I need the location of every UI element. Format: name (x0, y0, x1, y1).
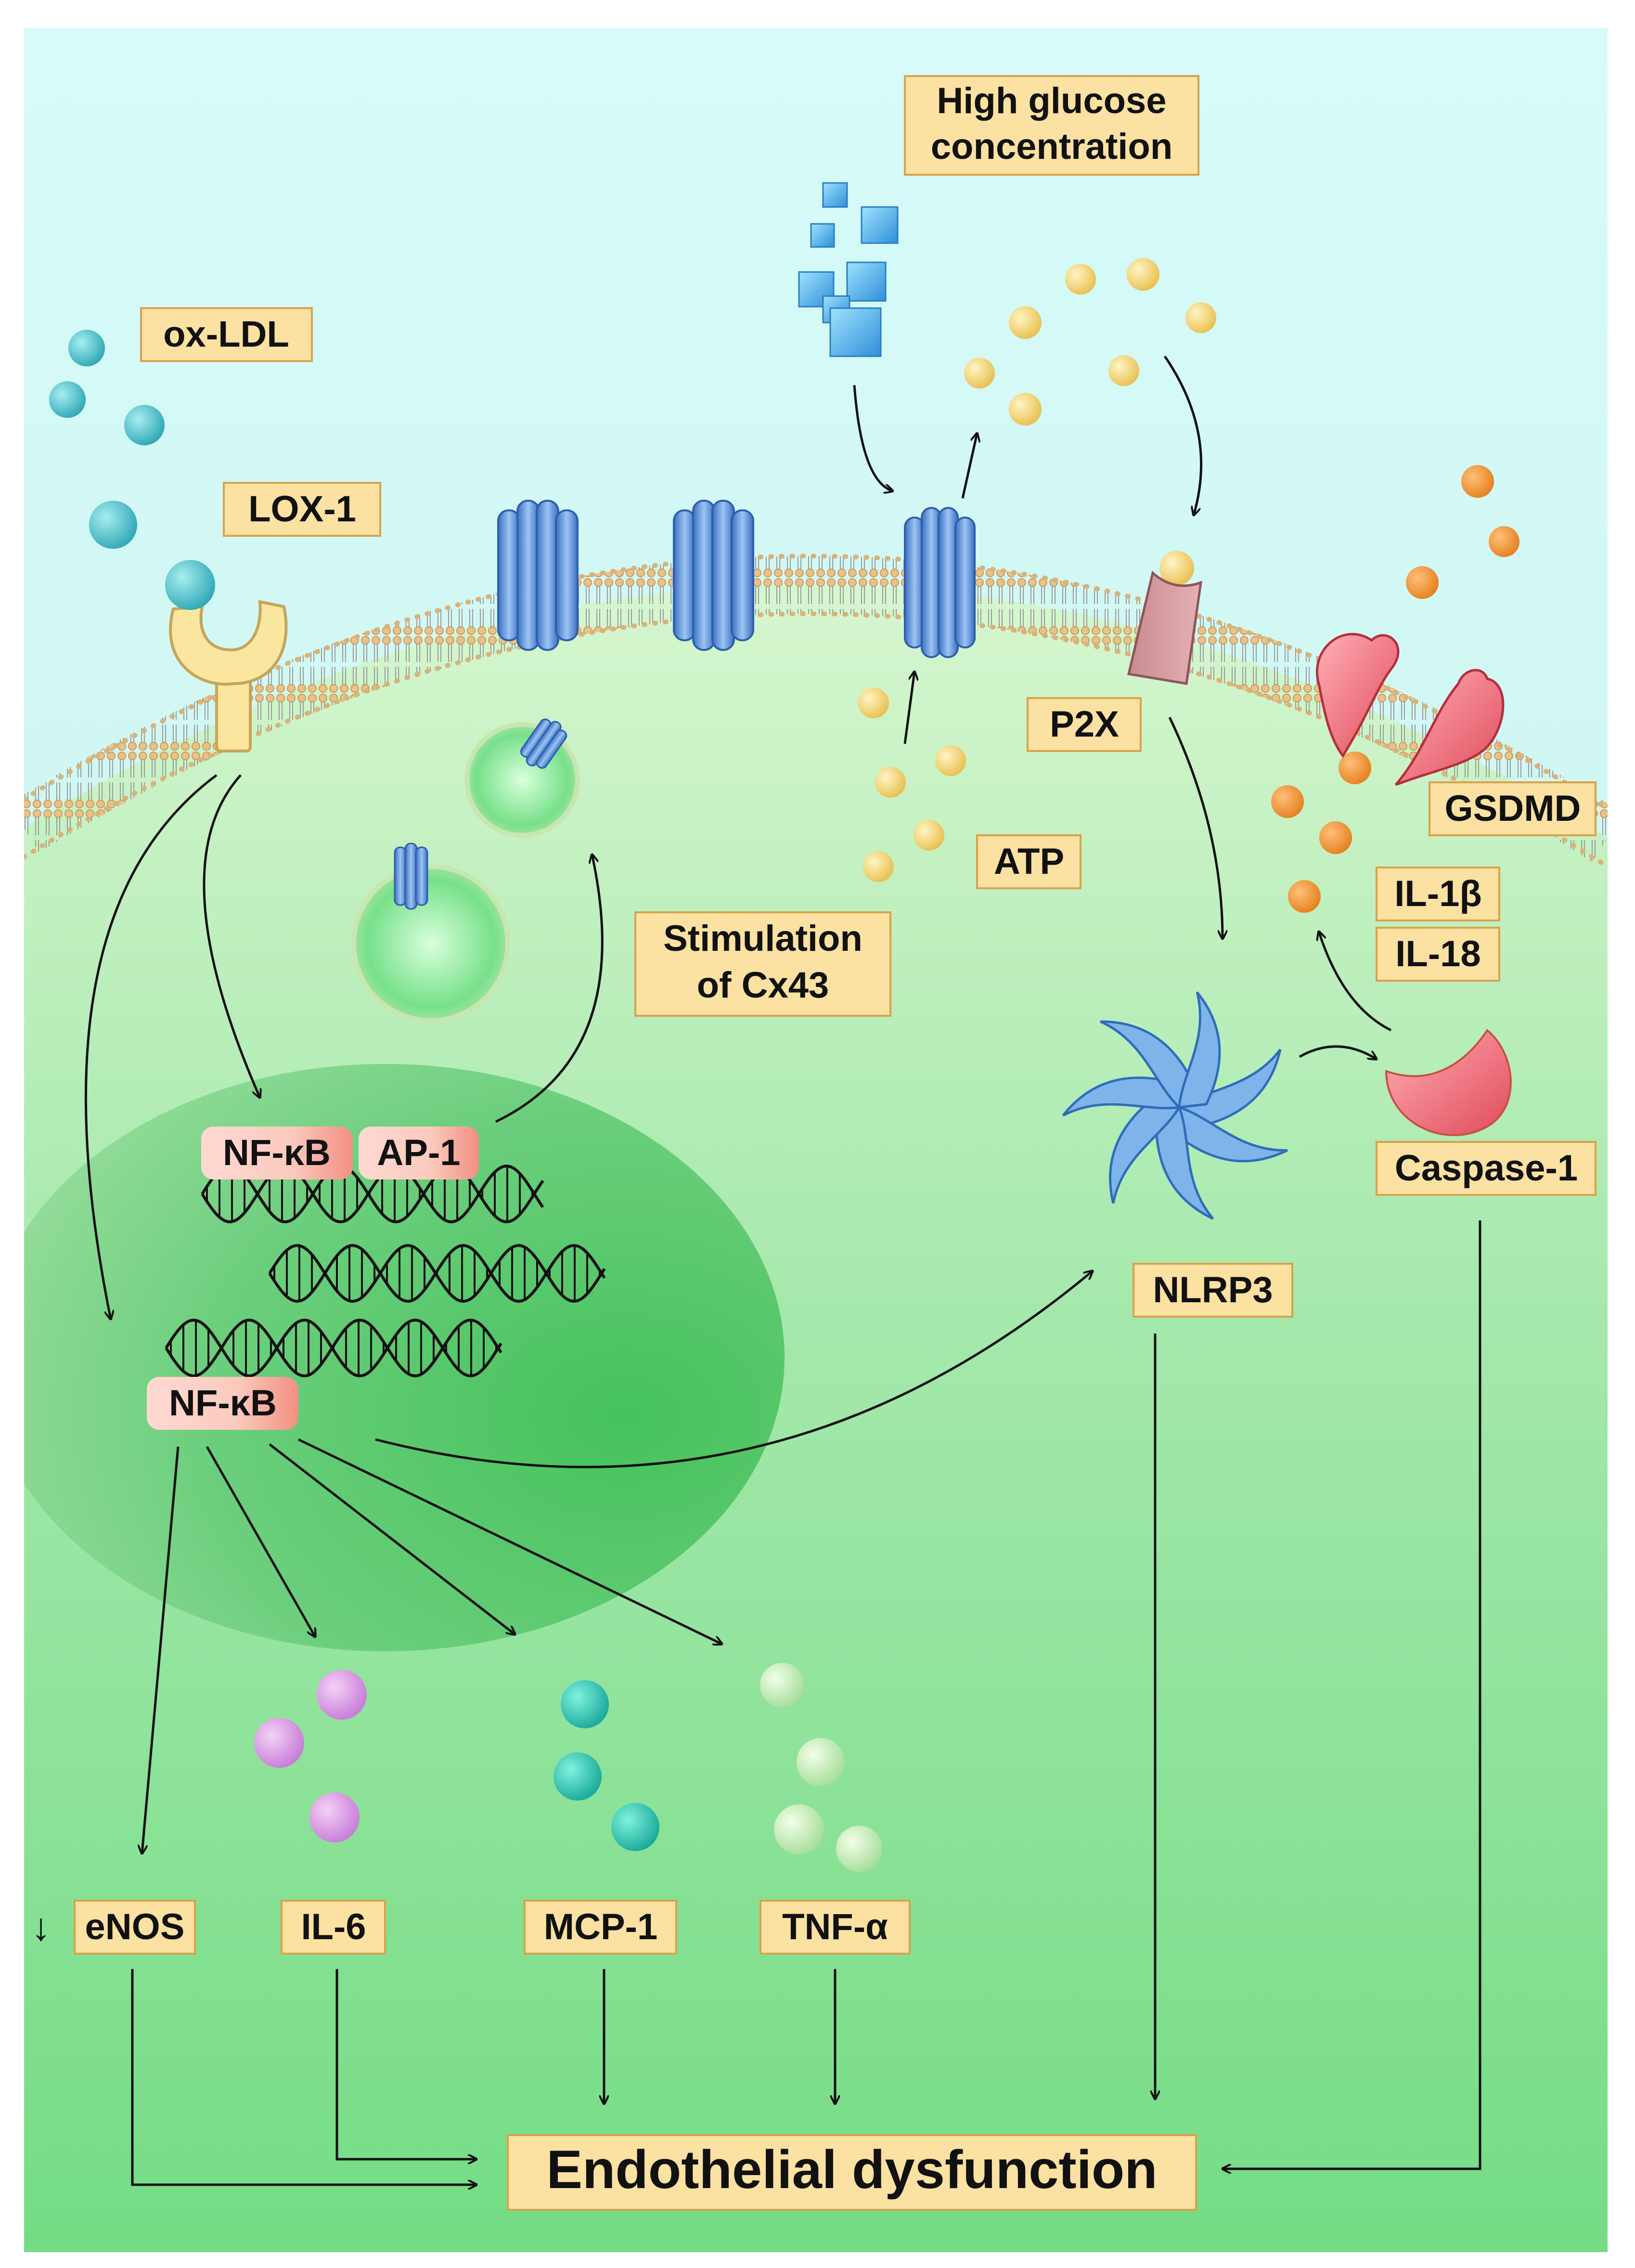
stimulation-cx43-label: Stimulation of Cx43 (634, 911, 891, 1017)
arrow-nfkb-to-il6 (206, 1446, 315, 1637)
nfkb-top-badge: NF-κB (201, 1127, 353, 1179)
arrow-glucose-to-channel (853, 385, 893, 491)
il6-label: IL-6 (281, 1900, 386, 1955)
dna-strand (165, 1318, 502, 1378)
arrow-nfkb-to-enos (142, 1446, 180, 1853)
atp-label: ATP (976, 834, 1081, 889)
svg-text:IL-6: IL-6 (301, 1906, 366, 1947)
gsdmd-pore-icon (1316, 633, 1505, 786)
svg-text:MCP-1: MCP-1 (544, 1906, 657, 1947)
high-glucose-label: High glucose concentration (904, 75, 1199, 176)
arrow-lox1-to-nfkb-bottom (84, 774, 218, 1319)
ox-ldl-label: ox-LDL (140, 307, 313, 362)
transcription-factors: NF-κB AP-1 NF-κB (147, 1127, 479, 1430)
nlrp3-label: NLRP3 (1133, 1263, 1293, 1318)
svg-text:LOX-1: LOX-1 (248, 489, 356, 530)
arrow-caspase1-to-il (1319, 932, 1392, 1032)
nlrp3-icon (1062, 991, 1288, 1220)
dna-strand (201, 1164, 544, 1224)
arrow-nlrp3-to-caspase1 (1299, 1045, 1377, 1059)
svg-text:GSDMD: GSDMD (1445, 788, 1581, 829)
caspase1-label: Caspase-1 (1376, 1141, 1596, 1196)
svg-text:eNOS: eNOS (85, 1906, 185, 1947)
arrow-nfkb-to-nlrp3 (375, 1271, 1093, 1468)
svg-text:Endothelial dysfunction: Endothelial dysfunction (546, 2139, 1157, 2200)
caspase1-icon (1385, 1029, 1512, 1136)
svg-text:Stimulation: Stimulation (663, 918, 863, 959)
arrow-ap1-to-vesicle (495, 855, 604, 1123)
vesicle-icon (351, 718, 580, 1023)
svg-text:TNF-α: TNF-α (782, 1906, 888, 1947)
svg-text:NF-κB: NF-κB (169, 1383, 277, 1424)
arrow-p2x-to-nlrp3 (1168, 716, 1223, 939)
arrow-enos-to-endo (131, 1969, 476, 2185)
atp-particle-icon (858, 258, 1216, 882)
svg-text:ox-LDL: ox-LDL (163, 314, 289, 355)
nlrp3-blade (1178, 991, 1221, 1109)
nlrp3-blade (1155, 1105, 1214, 1220)
dna-strand (268, 1244, 606, 1303)
p2x-label: P2X (1027, 697, 1142, 752)
ap1-badge: AP-1 (359, 1127, 479, 1179)
arrow-atp-to-p2x (1163, 355, 1203, 515)
dna-icon (165, 1164, 606, 1378)
il1b-label: IL-1β (1376, 867, 1500, 921)
pathway-arrows (84, 355, 1481, 2185)
arrow-lox1-to-nfkb-top (203, 774, 260, 1098)
cytokine-particle-icon (254, 1663, 882, 1872)
arrow-nfkb-to-tnfa (297, 1438, 722, 1644)
glucose-cube-icon (798, 182, 899, 357)
nlrp3-blade (1062, 1076, 1181, 1117)
svg-text:IL-1β: IL-1β (1394, 873, 1482, 914)
arrow-nfkb-to-mcp1 (269, 1443, 515, 1634)
tnfa-label: TNF-α (760, 1900, 911, 1955)
svg-text:High glucose: High glucose (937, 80, 1166, 121)
mcp1-label: MCP-1 (524, 1900, 677, 1955)
arrow-intracellular-atp-to-channel (903, 672, 914, 744)
svg-text:of Cx43: of Cx43 (697, 965, 829, 1006)
il-particle-icon (1271, 465, 1519, 913)
svg-text:NLRP3: NLRP3 (1153, 1270, 1273, 1310)
nlrp3-blade (1175, 1105, 1288, 1163)
arrow-caspase1-to-endo (1223, 1220, 1481, 2169)
dna-strand (201, 1164, 544, 1224)
svg-text:↓: ↓ (31, 1905, 51, 1948)
cx43-channel-icon (497, 500, 976, 658)
lox1-label: LOX-1 (223, 482, 381, 537)
nfkb-bottom-badge: NF-κB (147, 1377, 298, 1430)
lox1-receptor-icon (165, 560, 288, 752)
arrow-channel-to-atp (961, 433, 977, 499)
arrow-il6-to-endo (335, 1969, 476, 2159)
svg-text:IL-18: IL-18 (1395, 933, 1481, 974)
svg-text:NF-κB: NF-κB (223, 1132, 331, 1173)
endothelial-dysfunction-label: Endothelial dysfunction (507, 2134, 1197, 2211)
svg-text:AP-1: AP-1 (377, 1132, 460, 1173)
svg-text:ATP: ATP (994, 841, 1064, 882)
ox-ldl-particle-icon (49, 330, 165, 549)
p2x-receptor-icon (1127, 570, 1203, 685)
enos-label: ↓ eNOS (31, 1900, 196, 1955)
il18-label: IL-18 (1376, 927, 1500, 982)
svg-text:concentration: concentration (931, 126, 1173, 167)
nlrp3-blade (1109, 1097, 1181, 1204)
label-boxes: High glucose concentration ox-LDL LOX-1 … (31, 75, 1596, 2211)
svg-text:Caspase-1: Caspase-1 (1395, 1148, 1578, 1189)
nlrp3-blade (1100, 1020, 1195, 1109)
gsdmd-label: GSDMD (1429, 781, 1596, 836)
svg-text:P2X: P2X (1050, 704, 1119, 745)
